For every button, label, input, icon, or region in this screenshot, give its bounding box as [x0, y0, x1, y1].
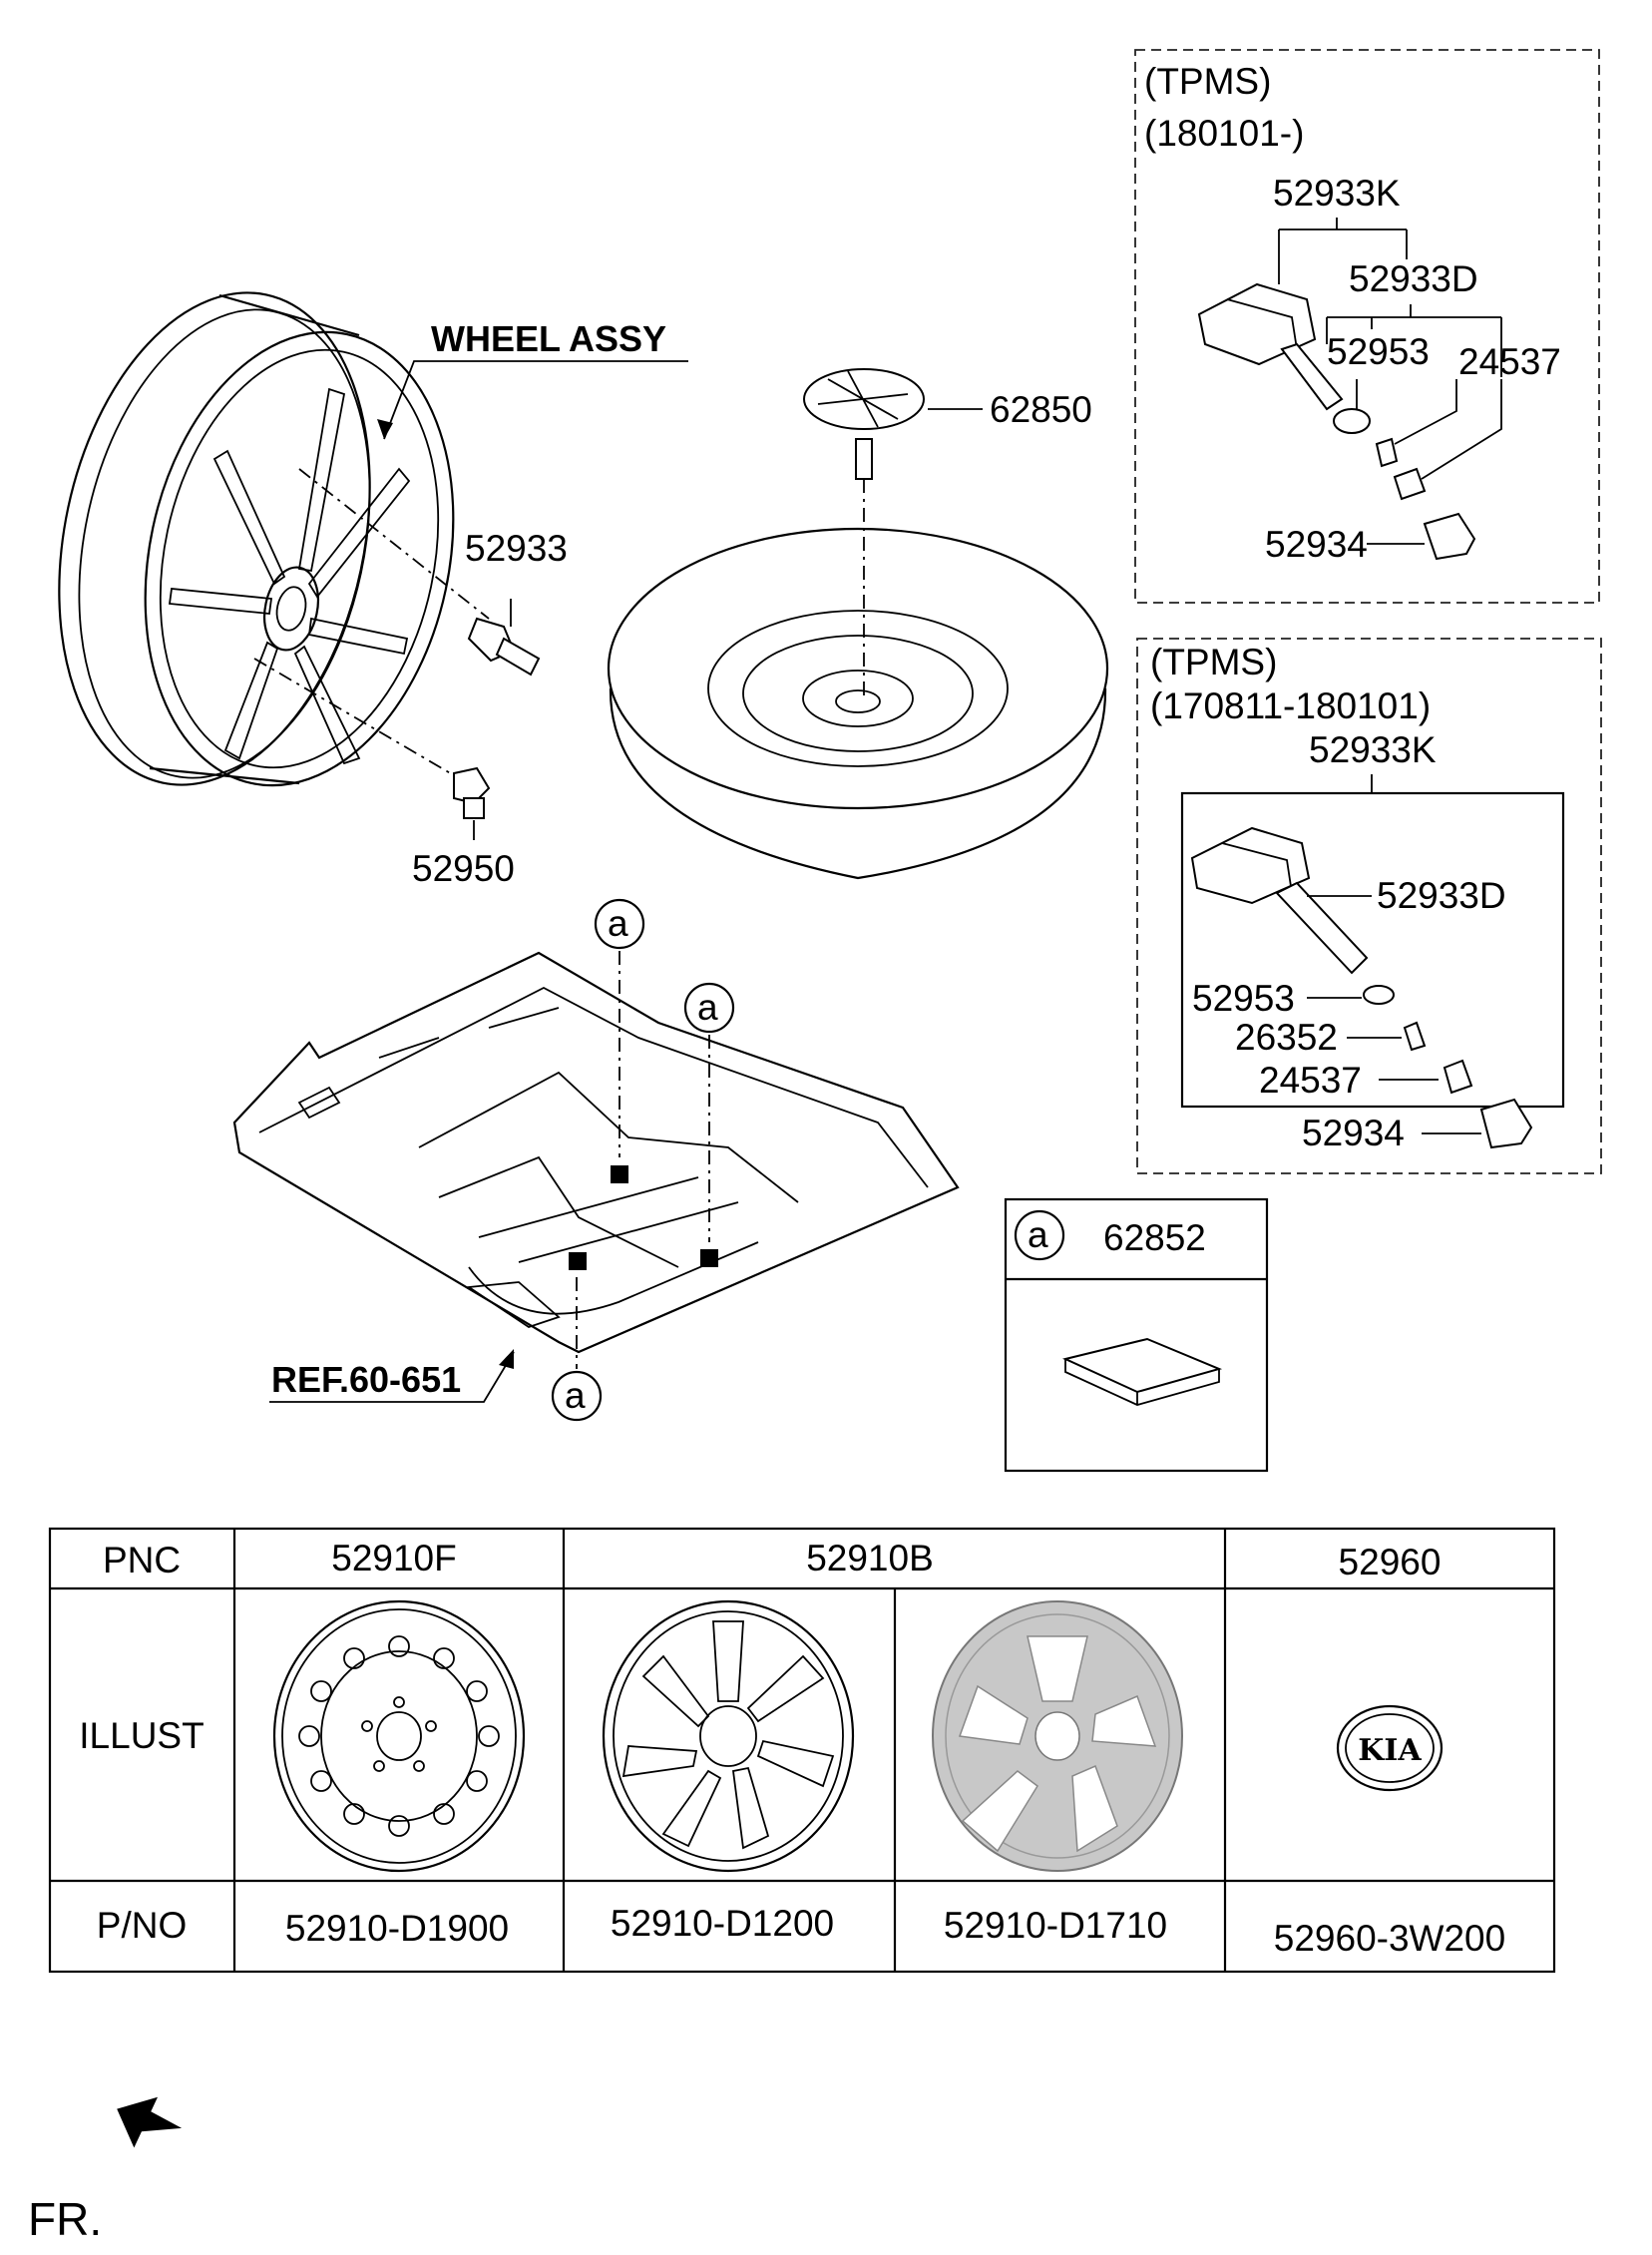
- front-direction-label: FR.: [28, 2193, 102, 2245]
- parts-table: PNC ILLUST P/NO 52910F 52910B 52960 5291…: [48, 1527, 1556, 1974]
- kit-box-ref-a: a: [1028, 1214, 1048, 1255]
- part-24537-upper-label: 24537: [1458, 341, 1561, 382]
- part-26352-lower-label: 26352: [1235, 1017, 1338, 1058]
- tpms-lower-range: (170811-180101): [1150, 685, 1431, 726]
- tpms-upper-title: (TPMS): [1144, 61, 1271, 102]
- kit-box-62852: a 62852: [1004, 1197, 1269, 1473]
- ref-a-circle-3: a: [565, 1375, 586, 1416]
- row-label-pno: P/NO: [97, 1905, 187, 1946]
- wheel-assy-label: WHEEL ASSY: [431, 318, 666, 359]
- part-52933D-lower-label: 52933D: [1377, 875, 1506, 916]
- part-52950-label: 52950: [412, 848, 515, 889]
- lug-nut-52950: 52950: [253, 658, 515, 889]
- ref-60-651-label: REF.60-651: [271, 1359, 461, 1400]
- pnc-52910F: 52910F: [331, 1538, 457, 1578]
- row-label-illust: ILLUST: [79, 1715, 204, 1756]
- tpms-lower-title: (TPMS): [1150, 642, 1277, 682]
- part-52934-lower-label: 52934: [1302, 1113, 1405, 1153]
- part-52933K-upper-label: 52933K: [1273, 173, 1401, 214]
- part-52953-upper-label: 52953: [1327, 331, 1430, 372]
- ref-a-circle-1: a: [608, 903, 628, 944]
- alloy-wheel-d1200-illustration: [602, 1599, 855, 1873]
- floor-pan-illustration: a a a REF.60-651: [232, 898, 960, 1422]
- part-62850-label: 62850: [990, 389, 1092, 430]
- row-label-pnc: PNC: [103, 1540, 181, 1580]
- tpms-upper-range: (180101-): [1144, 113, 1304, 154]
- part-52933K-lower-label: 52933K: [1309, 729, 1437, 770]
- valve-stem-52933: 52933: [298, 468, 568, 676]
- part-52934-upper-label: 52934: [1265, 524, 1368, 565]
- part-24537-lower-label: 24537: [1259, 1060, 1362, 1101]
- front-direction-indicator: FR.: [28, 2096, 183, 2245]
- spare-tire-illustration: 62850: [607, 368, 1109, 880]
- ref-a-circle-2: a: [697, 987, 718, 1028]
- pno-52910-D1710: 52910-D1710: [944, 1905, 1167, 1946]
- pno-52910-D1200: 52910-D1200: [611, 1903, 834, 1944]
- part-52953-lower-label: 52953: [1192, 978, 1295, 1019]
- wheel-assembly-illustration: WHEEL ASSY: [58, 291, 688, 787]
- tpms-lower-group: (TPMS) (170811-180101) 52933K 52933D 529…: [1136, 638, 1602, 1174]
- tpms-upper-group: (TPMS) (180101-) 52933K 52933D 52953 245…: [1134, 49, 1600, 604]
- part-62852-label: 62852: [1103, 1217, 1206, 1258]
- kia-emblem-text: KIA: [1358, 1733, 1422, 1768]
- pno-52960-3W200: 52960-3W200: [1274, 1918, 1505, 1959]
- part-52933-label: 52933: [465, 528, 568, 569]
- pnc-52910B: 52910B: [806, 1538, 934, 1578]
- alloy-wheel-d1710-illustration: [932, 1600, 1183, 1872]
- pnc-52960: 52960: [1339, 1542, 1442, 1582]
- steel-wheel-illustration: [272, 1599, 526, 1873]
- part-52933D-upper-label: 52933D: [1349, 258, 1478, 299]
- kia-emblem-illustration: KIA: [1336, 1704, 1444, 1792]
- pno-52910-D1900: 52910-D1900: [285, 1908, 509, 1949]
